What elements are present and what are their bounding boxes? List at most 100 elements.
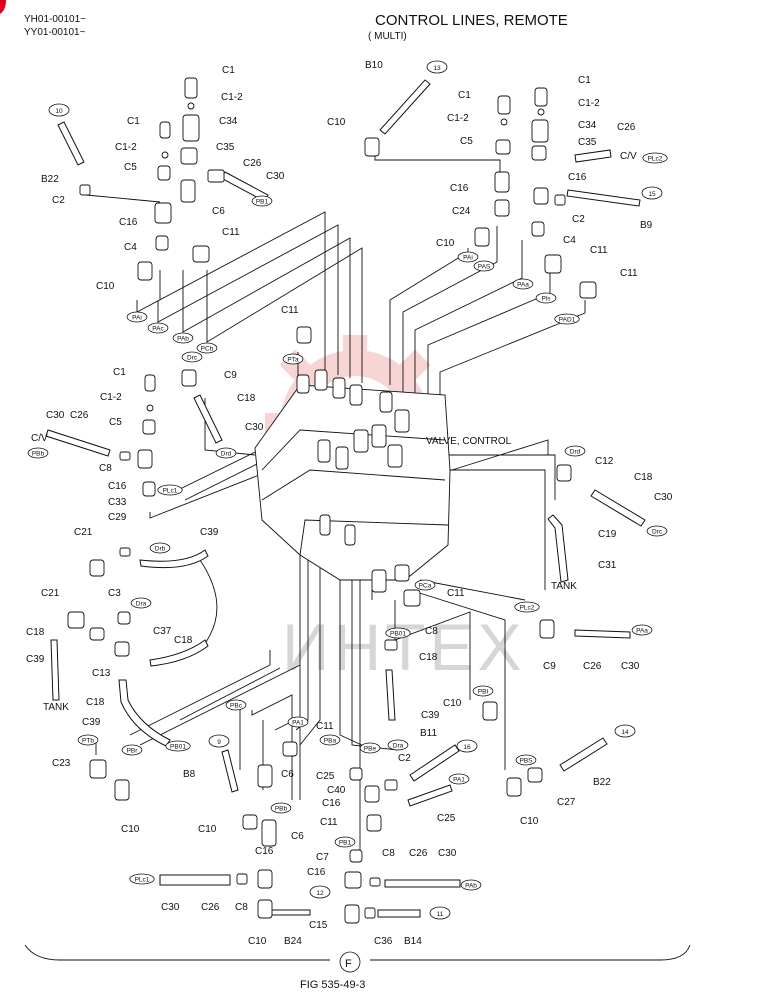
part-label: C6	[281, 769, 294, 780]
callout-label: 16	[463, 744, 471, 751]
callout-number: 12	[309, 885, 331, 899]
port-marker: PCa	[414, 579, 436, 591]
watermark-text: ИНТЕХ	[282, 610, 525, 684]
port-marker-oval	[282, 353, 304, 365]
port-marker-oval	[121, 744, 143, 756]
part-label: C8	[382, 848, 395, 859]
port-marker: PLc1	[157, 484, 183, 496]
part-label: C9	[543, 661, 556, 672]
port-marker-label: PAD1	[559, 316, 576, 323]
part-label: C1-2	[578, 98, 600, 109]
port-marker: PLc2	[642, 152, 668, 164]
port-marker-label: PBe	[364, 745, 377, 752]
port-marker-oval	[172, 332, 194, 344]
port-marker: PA1	[287, 716, 309, 728]
port-marker: PBS	[515, 754, 537, 766]
part-label: C2	[52, 195, 65, 206]
part-label: C23	[52, 758, 71, 769]
part-label: C19	[598, 529, 617, 540]
port-marker-label: PAb	[465, 882, 477, 889]
port-marker-label: PAi	[132, 314, 142, 321]
part-label: B8	[183, 769, 196, 780]
part-label: C5	[109, 417, 122, 428]
part-label: C1-2	[100, 392, 122, 403]
part-label: C10	[327, 117, 346, 128]
part-label: C31	[598, 560, 617, 571]
port-marker: PLc1	[129, 873, 155, 885]
part-label: C10	[96, 281, 115, 292]
part-label: C1-2	[115, 142, 137, 153]
port-marker-label: PAa	[517, 281, 529, 288]
part-label: B22	[593, 777, 611, 788]
part-label: B24	[284, 936, 302, 947]
part-label: C30	[438, 848, 457, 859]
port-marker: PB1	[334, 836, 356, 848]
part-label: B22	[41, 174, 59, 185]
callout-oval	[426, 60, 448, 74]
port-marker-label: Drd	[221, 450, 232, 457]
port-marker: PAb	[460, 879, 482, 891]
part-label: C11	[590, 245, 608, 256]
part-label: C11	[447, 588, 465, 599]
part-label: C39	[421, 710, 440, 721]
page-subtitle: ( MULTI)	[368, 31, 407, 42]
part-label: C26	[617, 122, 636, 133]
port-marker: PBb	[270, 802, 292, 814]
part-label: C2	[398, 753, 411, 764]
part-label: C18	[86, 697, 105, 708]
part-label: C11	[222, 227, 240, 238]
port-marker: Dra	[130, 597, 152, 609]
part-label: C39	[200, 527, 219, 538]
part-label: C1-2	[221, 92, 243, 103]
part-label: C24	[452, 206, 471, 217]
part-label: C10	[436, 238, 455, 249]
callout-number: 10	[48, 103, 70, 117]
port-marker-label: PBa	[324, 737, 337, 744]
callout-number: 9	[208, 734, 230, 748]
callout-number: 16	[456, 739, 478, 753]
port-marker: Drd	[215, 447, 237, 459]
port-marker-label: PB01	[170, 743, 186, 750]
port-marker-label: PA1	[453, 776, 465, 783]
part-label: C9	[224, 370, 237, 381]
port-marker: Drc	[646, 525, 668, 537]
port-marker-label: PAc	[152, 325, 164, 332]
part-label: B14	[404, 936, 422, 947]
port-marker: PB01	[165, 740, 191, 752]
part-label: C3	[108, 588, 121, 599]
callout-label: 15	[648, 191, 656, 198]
part-label: C1	[458, 90, 471, 101]
callout-label: 13	[433, 65, 441, 72]
part-label: C35	[578, 137, 597, 148]
callout-label: 11	[437, 911, 444, 918]
port-marker-oval	[77, 734, 99, 746]
port-marker-label: PTa	[287, 356, 299, 363]
port-marker-oval	[147, 322, 169, 334]
port-marker: PB01	[385, 627, 411, 639]
port-marker-label: PAi	[463, 254, 473, 261]
port-marker-label: PLc1	[135, 876, 150, 883]
part-label: TANK	[551, 581, 577, 592]
part-label: C7	[316, 852, 329, 863]
port-marker: PAD1	[554, 313, 580, 325]
part-label: C34	[578, 120, 597, 131]
port-marker: PLc2	[514, 601, 540, 613]
callout-oval	[429, 906, 451, 920]
port-marker-label: PAS	[478, 263, 491, 270]
part-label: C25	[437, 813, 456, 824]
callout-label: 10	[55, 108, 63, 115]
port-marker-oval	[514, 601, 540, 613]
part-label: C10	[248, 936, 267, 947]
part-label: C16	[450, 183, 469, 194]
part-label: C6	[291, 831, 304, 842]
part-label: C13	[92, 668, 111, 679]
part-label: C30	[621, 661, 640, 672]
part-label: C30	[654, 492, 673, 503]
part-label: C39	[26, 654, 45, 665]
port-marker-oval	[251, 195, 273, 207]
port-marker-oval	[535, 292, 557, 304]
port-marker: PAS	[473, 260, 495, 272]
part-label: C8	[99, 463, 112, 474]
port-marker-label: PBc	[230, 702, 243, 709]
